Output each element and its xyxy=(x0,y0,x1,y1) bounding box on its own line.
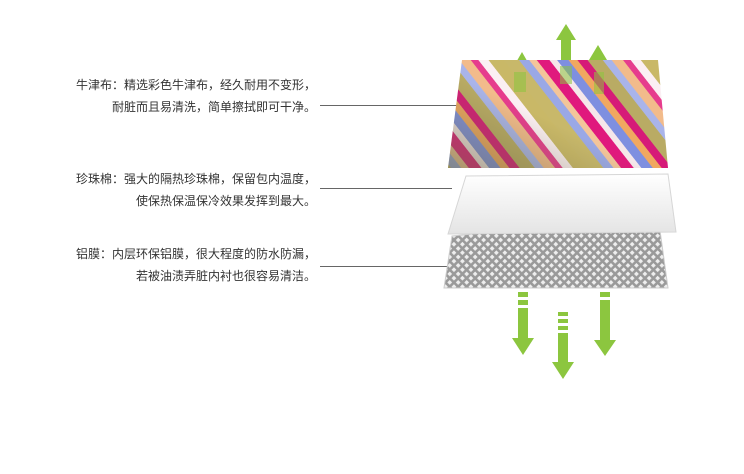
arrow-overlay-icon xyxy=(514,66,604,94)
pearl-cotton-layer xyxy=(447,173,677,235)
aluminum-film-line2: 若被油渍弄脏内衬也很容易清洁。 xyxy=(135,269,316,283)
pearl-cotton-label: 珍珠棉：强大的隔热珍珠棉，保留包内温度， 使保热保温保冷效果发挥到最大。 xyxy=(76,168,316,212)
oxford-cloth-leader xyxy=(320,105,462,106)
pearl-cotton-leader xyxy=(320,188,452,189)
aluminum-film-leader xyxy=(320,266,454,267)
downward-arrows-icon xyxy=(512,292,616,379)
oxford-cloth-line2: 耐脏而且易清洗，简单擦拭即可干净。 xyxy=(111,100,316,114)
pearl-cotton-line2: 使保热保温保冷效果发挥到最大。 xyxy=(135,194,316,208)
oxford-cloth-label: 牛津布：精选彩色牛津布，经久耐用不变形， 耐脏而且易清洗，简单擦拭即可干净。 xyxy=(76,74,316,118)
aluminum-film-label: 铝膜：内层环保铝膜，很大程度的防水防漏， 若被油渍弄脏内衬也很容易清洁。 xyxy=(76,243,316,287)
aluminum-film-line1: 铝膜：内层环保铝膜，很大程度的防水防漏， xyxy=(75,247,316,261)
oxford-cloth-line1: 牛津布：精选彩色牛津布，经久耐用不变形， xyxy=(75,78,316,92)
pearl-cotton-line1: 珍珠棉：强大的隔热珍珠棉，保留包内温度， xyxy=(75,172,316,186)
